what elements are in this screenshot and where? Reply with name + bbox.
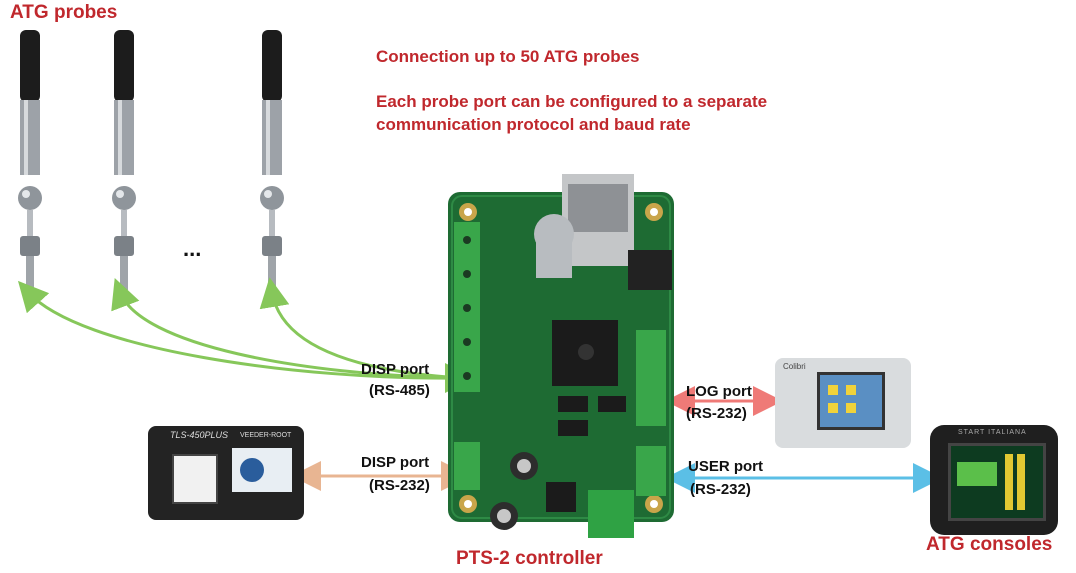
atg-consoles-label: ATG consoles — [926, 534, 1053, 555]
printer-slot — [172, 454, 218, 504]
tls-screen — [232, 448, 292, 492]
log-port-label: LOG port — [686, 383, 752, 400]
atg-probe-icon — [260, 30, 284, 290]
colibri-screen — [817, 372, 885, 430]
tls-model-label: TLS-450PLUS — [170, 430, 229, 440]
colibri-console-icon: Colibri — [775, 358, 911, 448]
rs485-link-2 — [111, 277, 461, 380]
rs232-user-label: (RS-232) — [690, 481, 751, 498]
rs232-disp-label: (RS-232) — [369, 477, 430, 494]
colibri-label: Colibri — [783, 362, 806, 371]
rs232-log-label: (RS-232) — [686, 405, 747, 422]
disp-port-485-label: DISP port — [361, 361, 430, 378]
user-port-label: USER port — [688, 458, 763, 475]
info-line-1: Connection up to 50 ATG probes — [376, 47, 640, 66]
more-probes-ellipsis: ... — [183, 236, 202, 261]
rs485-link-3 — [259, 277, 461, 380]
pts2-board-icon — [448, 174, 674, 538]
veeder-root-label: VEEDER-ROOT — [240, 432, 292, 439]
info-line-3: communication protocol and baud rate — [376, 115, 691, 134]
start-italiana-console-icon: START ITALIANA — [930, 425, 1058, 535]
tls450-console-icon: TLS-450PLUS VEEDER-ROOT — [148, 426, 304, 520]
atg-probes-label: ATG probes — [10, 2, 118, 23]
start-italiana-label: START ITALIANA — [958, 429, 1027, 436]
rs485-label: (RS-485) — [369, 382, 430, 399]
atg-probe-icon — [18, 30, 42, 290]
disp-port-232-label: DISP port — [361, 454, 430, 471]
info-line-2: Each probe port can be configured to a s… — [376, 92, 768, 111]
controller-label: PTS-2 controller — [456, 548, 603, 569]
rs485-link-1 — [17, 280, 461, 380]
atg-probe-icon — [112, 30, 136, 290]
start-screen — [948, 443, 1046, 521]
